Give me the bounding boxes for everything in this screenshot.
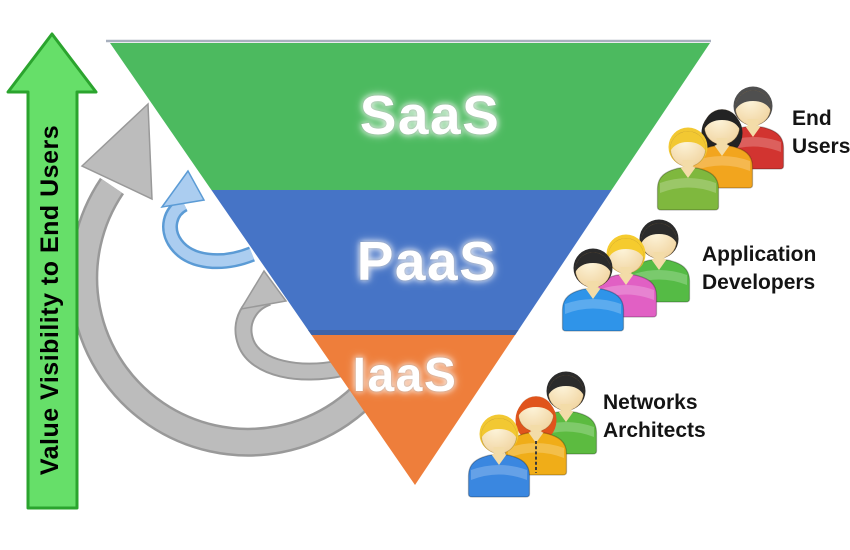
shirt: [561, 287, 625, 332]
shirt-gloss: [471, 465, 527, 480]
shirt-gloss: [694, 156, 750, 171]
value-arrow-icon: [6, 32, 98, 510]
audience-label-line: Networks: [603, 391, 698, 414]
neck: [493, 447, 505, 456]
shirt-gloss: [631, 270, 687, 285]
medium-cycle-arrowhead: [239, 269, 288, 311]
collar: [491, 453, 507, 465]
collar: [558, 410, 574, 422]
blue-cycle-arrow-icon: [160, 169, 255, 270]
layer-label-saas: SaaS: [359, 84, 501, 146]
shirt: [467, 453, 531, 498]
audience-label-application-developers: Application Developers: [702, 241, 816, 297]
hair-fringe-icon: [608, 238, 644, 258]
person-icon: [467, 414, 531, 498]
hair-fringe-icon: [481, 418, 517, 438]
neck: [716, 138, 728, 147]
audience-label-line: Architects: [603, 419, 706, 442]
pyramid-layer-saas: [110, 43, 710, 190]
blue-cycle-arrowhead: [160, 169, 206, 209]
collar: [528, 431, 544, 443]
people-layer: [467, 86, 785, 498]
neck: [560, 404, 572, 413]
audience-label-line: Application: [702, 243, 817, 266]
shirt-gloss: [660, 178, 716, 193]
pyramid-layer-paas: [211, 190, 612, 335]
collar: [651, 258, 667, 270]
neck: [587, 281, 599, 290]
neck: [620, 267, 632, 276]
hair-fringe-icon: [670, 131, 706, 151]
hair-fringe-icon: [641, 223, 677, 243]
shirt-gloss: [598, 285, 654, 300]
hair-fringe-icon: [548, 375, 584, 395]
audience-label-line: End: [792, 107, 832, 130]
audience-label-networks-architects: Networks Architects: [603, 389, 706, 445]
hair-fringe-icon: [575, 252, 611, 272]
audience-label-line: Developers: [702, 271, 816, 294]
audience-label-line: Users: [792, 135, 850, 158]
person-icon: [561, 248, 625, 332]
people-group-application-developers: [561, 219, 691, 332]
collar: [618, 273, 634, 285]
hair-fringe-icon: [704, 109, 740, 129]
collar: [680, 166, 696, 178]
pyramid-layer-paas-shade: [308, 330, 519, 335]
shirt-gloss: [565, 299, 621, 314]
people-group-networks-architects: [467, 371, 598, 498]
collar: [714, 144, 730, 156]
person-icon: [656, 127, 720, 211]
collar: [585, 287, 601, 299]
shirt: [656, 166, 720, 211]
large-cycle-arrowhead: [80, 102, 153, 201]
hair-fringe-icon: [518, 396, 554, 416]
collar: [745, 125, 761, 137]
layer-label-paas: PaaS: [356, 230, 498, 292]
shirt-gloss: [508, 443, 564, 458]
audience-label-end-users: End Users: [792, 105, 850, 161]
person-icon: [627, 219, 691, 303]
neck: [747, 119, 759, 128]
medium-cycle-arrow-icon: [234, 269, 344, 381]
neck: [530, 425, 542, 434]
people-group-end-users: [656, 86, 785, 211]
neck: [653, 252, 665, 261]
large-cycle-arrow-icon: [69, 102, 396, 457]
value-arrow-label: Value Visibility to End Users: [36, 124, 64, 476]
layer-label-iaas: IaaS: [352, 349, 458, 402]
neck: [682, 160, 694, 169]
hair-fringe-icon: [735, 90, 771, 110]
pyramid-layer-iaas: [311, 335, 516, 485]
pyramid: [110, 43, 710, 485]
